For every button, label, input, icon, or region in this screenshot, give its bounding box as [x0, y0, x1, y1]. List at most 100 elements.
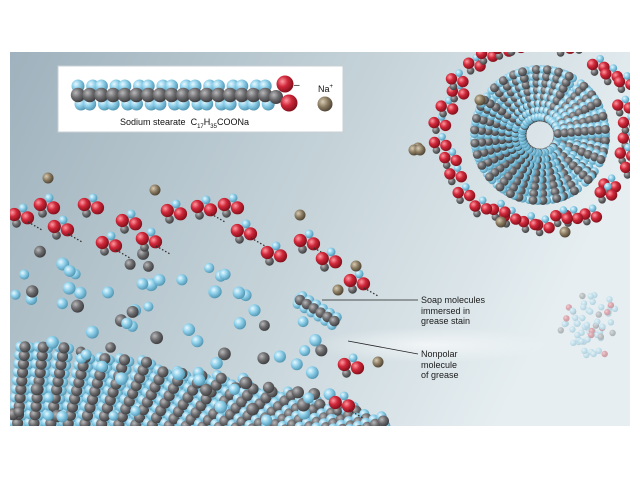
hydrogen-atom: [356, 430, 366, 440]
oxygen-atom: [149, 235, 162, 248]
hydrogen-atom: [0, 341, 10, 351]
hydrogen-atom: [147, 228, 156, 237]
hydrogen-atom: [196, 432, 206, 442]
oxygen-atom: [344, 274, 357, 287]
hydrogen-atom: [167, 432, 177, 442]
hydrogen-atom: [0, 375, 10, 385]
carbon-atom: [557, 49, 565, 57]
hydrogen-atom: [590, 299, 596, 305]
hydrogen-atom: [348, 433, 358, 443]
carbon-atom: [354, 425, 365, 436]
sodium-ion: [295, 210, 306, 221]
hydrogen-atom: [82, 428, 92, 438]
carbon-atom: [58, 342, 69, 353]
carbon-atom: [224, 428, 235, 439]
carbon-atom: [157, 366, 168, 377]
carbon-atom: [306, 430, 317, 441]
hydrogen-atom: [622, 96, 630, 104]
hydrogen-atom: [80, 436, 90, 446]
hydrogen-atom: [127, 437, 137, 447]
oxygen-atom: [564, 43, 575, 54]
oxygen-atom: [436, 100, 447, 111]
sodium-ion: [351, 261, 362, 272]
oxygen-atom: [612, 99, 623, 110]
hydrogen-atom: [272, 242, 281, 251]
carbon-atom: [125, 259, 136, 270]
hydrogen-atom: [232, 431, 242, 441]
carbon-atom: [106, 434, 117, 445]
hydrogen-atom: [6, 434, 16, 444]
carbon-atom: [200, 384, 212, 396]
oxygen-atom: [456, 171, 467, 182]
hydrogen-atom: [604, 183, 612, 191]
carbon-atom: [290, 430, 301, 441]
carbon-atom: [496, 183, 505, 192]
hydrogen-atom: [306, 366, 319, 379]
hydrogen-atom: [96, 437, 106, 447]
oxygen-atom: [91, 201, 104, 214]
oxygen-atom: [342, 399, 355, 412]
hydrogen-atom: [596, 55, 604, 63]
hydrogen-atom: [590, 351, 596, 357]
oxygen-atom: [499, 206, 510, 217]
hydrogen-atom: [455, 69, 463, 77]
oxygen-atom: [583, 40, 594, 51]
carbon-atom: [0, 366, 5, 377]
oxygen-atom: [602, 351, 608, 357]
hydrogen-atom: [316, 431, 326, 441]
carboxylate-charge: –: [294, 80, 300, 91]
hydrogen-atom: [599, 324, 605, 330]
carbon-atom: [127, 306, 139, 318]
hydrogen-atom: [130, 406, 140, 416]
hydrogen-atom: [43, 410, 53, 420]
oxygen-atom: [463, 58, 474, 69]
hydrogen-atom: [267, 428, 277, 438]
sodium-ion-label: Na+: [318, 84, 333, 94]
hydrogen-atom: [175, 438, 185, 448]
carbon-atom: [0, 417, 6, 428]
hydrogen-atom: [277, 434, 287, 444]
hydrogen-atom: [193, 374, 205, 386]
oxygen-atom: [47, 201, 60, 214]
hydrogen-atom: [485, 44, 493, 52]
hydrogen-atom: [296, 430, 306, 440]
hydrogen-atom: [570, 308, 576, 314]
carbon-atom: [150, 331, 163, 344]
carbon-atom: [250, 434, 261, 445]
hydrogen-atom: [210, 286, 222, 298]
carbon-atom: [0, 400, 6, 411]
hydrogen-atom: [122, 425, 132, 435]
carbon-atom: [485, 172, 494, 181]
carbon-atom: [239, 377, 252, 390]
carbon-atom: [596, 155, 605, 164]
oxygen-atom: [446, 73, 457, 84]
hydrogen-atom: [300, 430, 310, 440]
oxygen-atom: [174, 207, 187, 220]
hydrogen-atom: [562, 321, 568, 327]
hydrogen-atom: [86, 433, 96, 443]
carbon-atom: [208, 428, 219, 439]
oxygen-atom: [618, 117, 629, 128]
hydrogen-atom: [304, 426, 314, 436]
hydrogen-atom: [264, 431, 274, 441]
carbon-atom: [192, 428, 203, 439]
oxygen-atom: [96, 236, 109, 249]
oxygen-atom: [469, 200, 480, 211]
oxygen-atom: [440, 140, 451, 151]
hydrogen-atom: [164, 430, 174, 440]
hydrogen-atom: [608, 319, 614, 325]
hydrogen-atom: [147, 430, 157, 440]
hydrogen-atom: [574, 332, 580, 338]
hydrogen-atom: [560, 206, 568, 214]
hydrogen-atom: [229, 384, 240, 395]
carbon-atom: [601, 125, 610, 134]
carbon-atom: [542, 39, 550, 47]
oxygen-atom: [571, 37, 582, 48]
carbon-atom: [470, 139, 479, 148]
inset-caption: Sodium stearate C17H35COONa: [120, 117, 249, 130]
hydrogen-atom: [329, 430, 339, 440]
hydrogen-atom: [22, 434, 32, 444]
carbon-atom: [27, 426, 38, 437]
